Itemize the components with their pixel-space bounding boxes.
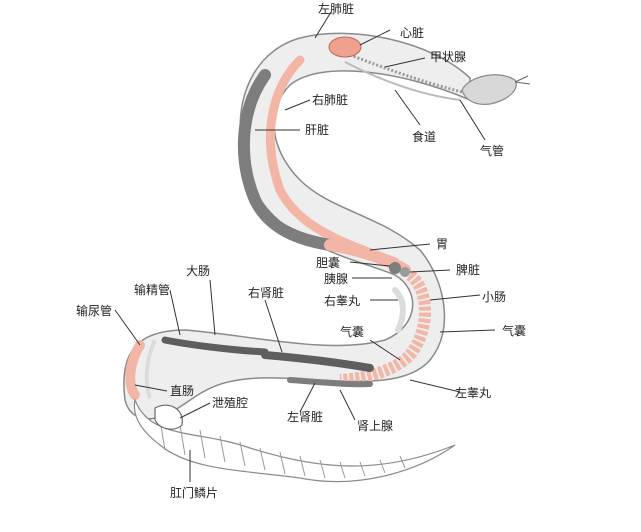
left-kidney-organ [287,377,373,388]
leader-lines [114,11,496,482]
liver-organ [237,69,336,251]
trachea-tube [349,53,476,97]
snake-head [461,74,517,105]
label-cloaca: 泄殖腔 [212,396,249,410]
right-testis-organ [392,287,406,333]
anal-scale-organ [154,404,183,430]
leader-adrenal [339,389,356,421]
leader-stomach [369,243,431,251]
leader-trachea [459,99,486,141]
label-ureter: 输尿管 [76,304,113,318]
label-anal-scale: 肛门鳞片 [170,486,219,500]
label-large-intestine: 大肠 [186,264,211,278]
leader-left-kidney [299,382,316,413]
label-vas-deferens: 输精管 [134,283,171,297]
label-trachea: 气管 [480,144,505,158]
leader-cloaca [179,402,211,419]
small-intestine-organ [339,270,431,386]
leader-rectum [134,384,168,392]
leader-left-testis [409,379,461,393]
label-right-lung: 右肺脏 [312,93,349,107]
leader-right-kidney [264,299,283,353]
label-left-lung: 左肺脏 [318,2,355,16]
leader-air-sac-outer [439,329,496,333]
snake-tongue [514,75,531,85]
label-right-testis: 右睾丸 [324,294,361,308]
leader-small-intestine [429,294,481,301]
label-right-kidney: 右肾脏 [248,286,285,300]
label-rectum: 直肠 [170,384,195,398]
label-air-sac-inner: 气囊 [340,325,365,339]
leader-right-lung [284,99,311,111]
leader-large-intestine [209,279,216,336]
label-pancreas: 胰腺 [324,272,349,286]
leader-spleen [409,269,451,273]
label-adrenal-gland: 肾上腺 [357,419,394,433]
leader-gallbladder [349,261,391,267]
leader-left-lung [314,11,332,39]
leader-ureter [114,309,141,346]
rectum-organ [125,340,145,400]
right-kidney-organ [261,351,374,372]
label-left-kidney: 左肾脏 [287,410,324,424]
tail-scales [159,419,406,479]
large-intestine-organ [161,336,269,356]
leader-thyroid [384,57,426,68]
leader-esophagus [394,89,421,126]
label-liver: 肝脏 [305,123,330,137]
leader-air-sac-inner [369,339,401,361]
label-left-testis: 左睾丸 [455,386,492,400]
gallbladder-organ [389,262,401,274]
label-gallbladder: 胆囊 [316,256,341,270]
ureter-organ [144,339,157,399]
label-small-intestine: 小肠 [482,290,507,304]
label-air-sac-outer: 气囊 [502,324,527,338]
leader-vas-deferens [169,289,181,336]
heart-organ [328,36,362,58]
label-spleen: 脾脏 [456,263,481,277]
label-stomach: 胃 [436,237,449,251]
snake-tail [133,397,456,483]
esophagus-tube [344,61,461,101]
label-heart: 心脏 [400,26,425,40]
label-thyroid: 甲状腺 [430,50,467,64]
spleen-organ [400,267,410,277]
label-esophagus: 食道 [412,130,437,144]
leader-heart [359,29,391,46]
